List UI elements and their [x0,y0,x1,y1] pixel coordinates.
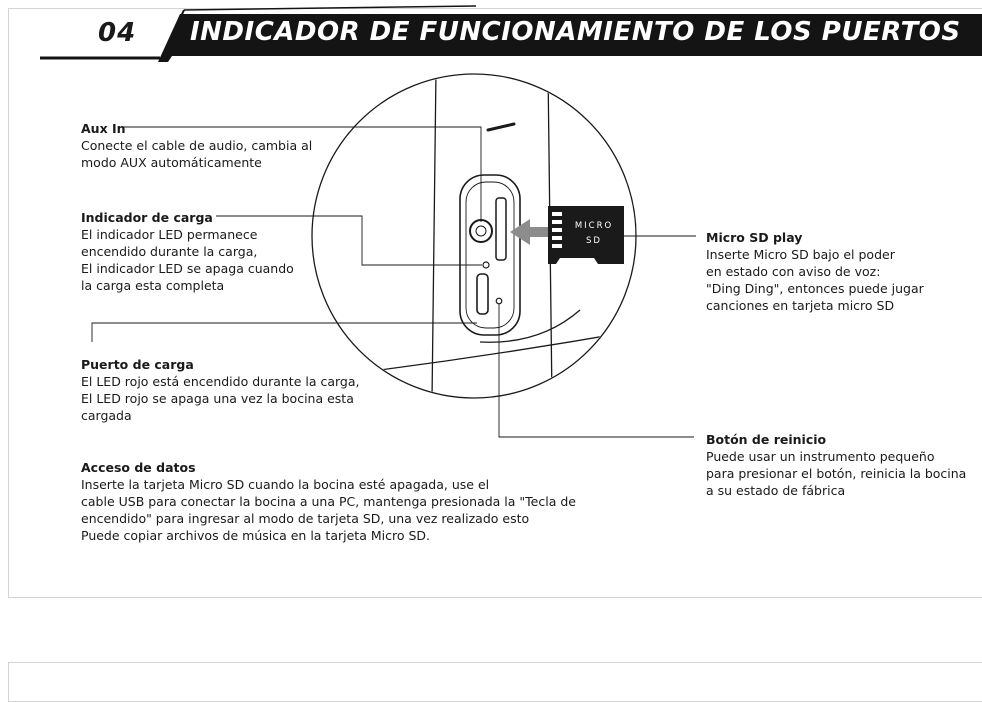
callout-title: Acceso de datos [81,460,196,475]
status-slot [486,122,516,132]
banner-bar [8,14,982,62]
callout-title: Micro SD play [706,230,803,245]
callout-text: Inserte la tarjeta Micro SD cuando la bo… [81,477,576,543]
leader-lines [91,126,696,438]
sd-label-line1: MICRO [575,221,613,231]
illustration: MICRO SD [8,5,982,438]
callout-title: Puerto de carga [81,357,194,372]
section-header: 04 INDICADOR DE FUNCIONAMIENTO DE LOS PU… [0,0,982,60]
leader-reset-button [498,304,694,438]
header-banner [8,5,982,62]
section-title: INDICADOR DE FUNCIONAMIENTO DE LOS PUERT… [190,17,961,47]
leader-charge-indicator [216,215,482,266]
insert-arrow-icon [510,219,552,245]
callout-text: Puede usar un instrumento pequeño para p… [706,449,967,498]
charge-led [482,261,490,269]
leader-aux-in [124,126,482,222]
usb-port [476,273,489,315]
callout-title: Botón de reinicio [706,432,827,447]
header-slash [161,9,185,59]
callout-text: Inserte Micro SD bajo el poder en estado… [706,247,924,313]
reset-hole [495,297,503,305]
callout-charge-indicator: Indicador de carga El indicador LED perm… [81,209,294,294]
aux-jack [469,219,493,243]
leader-charge-port [91,322,477,342]
sd-label-line2: SD [586,236,602,246]
micro-sd-card-icon: MICRO SD [548,206,624,264]
callout-reset-button: Botón de reinicio Puede usar un instrume… [706,431,966,499]
callout-text: El LED rojo está encendido durante la ca… [81,374,360,423]
section-number: 04 [98,18,137,48]
sd-slot [495,197,507,261]
callout-aux-in: Aux In Conecte el cable de audio, cambia… [81,120,312,171]
port-panel [459,174,521,336]
header-topline [183,5,477,11]
content-frame [8,8,982,598]
callout-data-access: Acceso de datos Inserte la tarjeta Micro… [81,459,576,544]
callout-title: Aux In [81,121,126,136]
callout-text: El indicador LED permanece encendido dur… [81,227,294,293]
callout-title: Indicador de carga [81,210,213,225]
callout-charge-port: Puerto de carga El LED rojo está encendi… [81,356,359,424]
callout-micro-sd-play: Micro SD play Inserte Micro SD bajo el p… [706,229,924,314]
callout-text: Conecte el cable de audio, cambia al mod… [81,138,313,170]
